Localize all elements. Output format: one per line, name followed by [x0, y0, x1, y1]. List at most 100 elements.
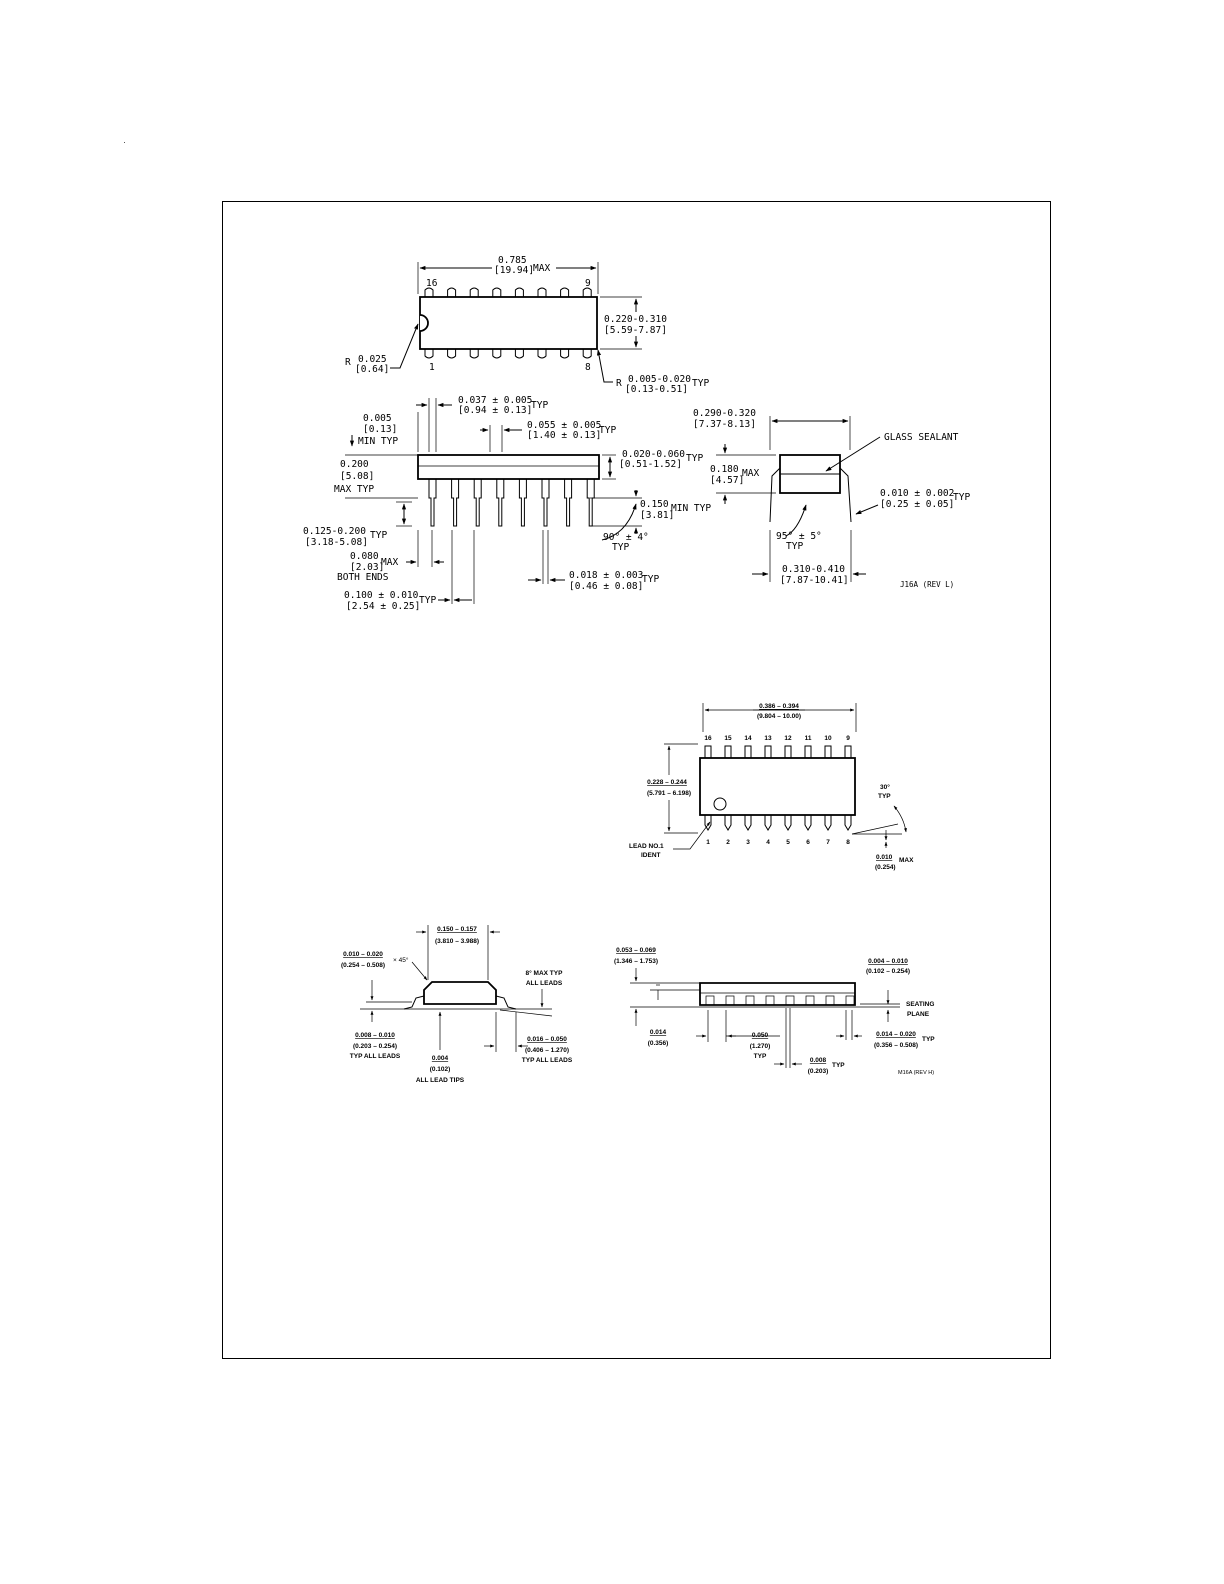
- j16a-seat-mm: [3.81]: [640, 510, 674, 521]
- j16a-top-pin: [514, 287, 524, 297]
- j16a-top-pin: [537, 287, 547, 297]
- j16a-endgap-suffix: MIN TYP: [358, 436, 398, 447]
- j16a-side-lead: [518, 479, 527, 527]
- m16a-foot-note: TYP ALL LEADS: [522, 1057, 573, 1064]
- m16a-pin-label: 13: [764, 735, 772, 742]
- j16a-end-span-in: 0.310-0.410: [782, 564, 845, 575]
- m16a-chamfer-suffix: × 45°: [393, 956, 409, 964]
- j16a-shoulder-suffix: TYP: [531, 400, 548, 411]
- j16a-notch-prefix: R: [345, 357, 351, 368]
- j16a-standoff-mm: [0.51-1.52]: [619, 459, 682, 470]
- m16a-bottom-pin: [784, 815, 792, 831]
- m16a-chamfer-mm: (0.254 – 0.508): [341, 962, 385, 969]
- j16a-length-suffix: MAX: [533, 263, 550, 274]
- m16a-top-pin: [784, 745, 792, 758]
- j16a-top-pin: [492, 287, 502, 297]
- j16a-top-pin: [560, 287, 570, 297]
- j16a-pin-9: 9: [585, 278, 591, 289]
- drawing-frame: [222, 201, 1051, 1359]
- j16a-side-lead: [564, 479, 573, 527]
- m16a-top-pin: [804, 745, 812, 758]
- m16a-body-width-mm: (3.810 – 3.988): [435, 938, 479, 945]
- m16a-leadthk-mm: (0.203 – 0.254): [353, 1043, 397, 1050]
- m16a-leadw-in: 0.014 – 0.020: [876, 1031, 916, 1038]
- m16a-foot-in: 0.016 – 0.050: [527, 1036, 567, 1043]
- m16a-leadlen-suffix: MAX: [899, 857, 914, 864]
- j16a-notch-mm: [0.64]: [355, 364, 389, 375]
- m16a-leadlen-in: 0.010: [876, 854, 893, 861]
- j16a-pitch-suffix: TYP: [419, 595, 436, 606]
- j16a-bottom-pin: [424, 349, 434, 359]
- j16a-end-angle-suffix: TYP: [786, 541, 803, 552]
- j16a-height-in: 0.200: [340, 459, 369, 470]
- m16a-end-body: [423, 981, 497, 1005]
- j16a-end-width-mm: [7.37-8.13]: [693, 419, 756, 430]
- m16a-pitch-suffix: TYP: [754, 1053, 767, 1060]
- j16a-drawing-ref: J16A (REV L): [900, 580, 954, 589]
- j16a-side-lead: [541, 479, 550, 527]
- m16a-side-lead: [785, 995, 795, 1006]
- j16a-pin-8: 8: [585, 362, 591, 373]
- m16a-end-lead-right: [495, 995, 517, 1010]
- m16a-tip-in: 0.004: [432, 1055, 449, 1062]
- m16a-angle: 30°: [880, 783, 890, 791]
- j16a-corner-suffix: TYP: [692, 378, 709, 389]
- m16a-leadw-suffix: TYP: [922, 1036, 935, 1043]
- m16a-standoff-in: 0.004 – 0.010: [868, 958, 908, 965]
- j16a-leadthk-in: 0.018 ± 0.003: [569, 570, 643, 581]
- j16a-end-lead-suffix: TYP: [953, 492, 970, 503]
- j16a-shoulder-mm: [0.94 ± 0.13]: [458, 405, 532, 416]
- j16a-shoulder-in: 0.037 ± 0.005: [458, 395, 532, 406]
- j16a-leadlen-suffix: TYP: [370, 530, 387, 541]
- j16a-leadthk-suffix: TYP: [642, 574, 659, 585]
- m16a-body-width-in: 0.150 – 0.157: [437, 926, 477, 933]
- j16a-end-height-mm: [4.57]: [710, 475, 744, 486]
- m16a-leadthk-note: TYP ALL LEADS: [350, 1053, 401, 1060]
- j16a-length-in: 0.785: [498, 255, 527, 266]
- j16a-pin-1: 1: [429, 362, 435, 373]
- j16a-bottom-pin: [492, 349, 502, 359]
- m16a-top-pin: [844, 745, 852, 758]
- j16a-side-view: 0.037 ± 0.005 [0.94 ± 0.13] TYP 0.055 ± …: [303, 395, 711, 612]
- m16a-side-height-mm: (1.346 – 1.753): [614, 958, 658, 965]
- j16a-end-in: 0.080: [350, 551, 379, 562]
- j16a-end-lead-in: 0.010 ± 0.002: [880, 488, 954, 499]
- m16a-pin-label: 12: [784, 735, 792, 742]
- m16a-lead1-line2: IDENT: [641, 852, 661, 859]
- m16a-pin-label: 3: [746, 839, 750, 846]
- j16a-bottom-pin: [537, 349, 547, 359]
- m16a-bottom-pin: [824, 815, 832, 831]
- j16a-end-lead-mm: [0.25 ± 0.05]: [880, 499, 954, 510]
- m16a-tip-note: ALL LEAD TIPS: [416, 1077, 465, 1084]
- j16a-pin-16: 16: [426, 278, 438, 289]
- m16a-chamfer-in: 0.010 – 0.020: [343, 951, 383, 958]
- m16a-seating-line2: PLANE: [907, 1011, 930, 1018]
- j16a-top-pin: [424, 287, 434, 297]
- j16a-pitch-in: 0.100 ± 0.010: [344, 590, 419, 601]
- j16a-seat-in: 0.150: [640, 499, 669, 510]
- j16a-top-body: [419, 296, 598, 350]
- m16a-pin-label: 16: [704, 735, 712, 742]
- j16a-end-mm: [2.03]: [350, 562, 384, 573]
- j16a-standoff-suffix: TYP: [686, 453, 703, 464]
- m16a-side-height-in: 0.053 – 0.069: [616, 947, 656, 954]
- m16a-pin-label: 8: [846, 839, 850, 846]
- j16a-width-in: 0.220-0.310: [604, 314, 667, 325]
- m16a-tip-mm: (0.102): [430, 1066, 451, 1073]
- m16a-side-lead: [805, 995, 815, 1006]
- j16a-side-lead: [473, 479, 482, 527]
- m16a-gap-suffix: TYP: [832, 1062, 845, 1069]
- j16a-end-height-suffix: MAX: [742, 468, 759, 479]
- m16a-leadw-mm: (0.356 – 0.508): [874, 1042, 918, 1049]
- j16a-side-lead: [586, 479, 595, 527]
- m16a-top-body: [699, 757, 856, 816]
- j16a-length-mm: [19.94]: [494, 265, 534, 276]
- j16a-endgap-mm: [0.13]: [363, 424, 397, 435]
- m16a-side-lead: [765, 995, 775, 1006]
- j16a-side-lead: [496, 479, 505, 527]
- m16a-top-pin: [744, 745, 752, 758]
- j16a-corner-mm: [0.13-0.51]: [625, 384, 688, 395]
- j16a-bottom-pin: [514, 349, 524, 359]
- j16a-side-lead: [451, 479, 460, 527]
